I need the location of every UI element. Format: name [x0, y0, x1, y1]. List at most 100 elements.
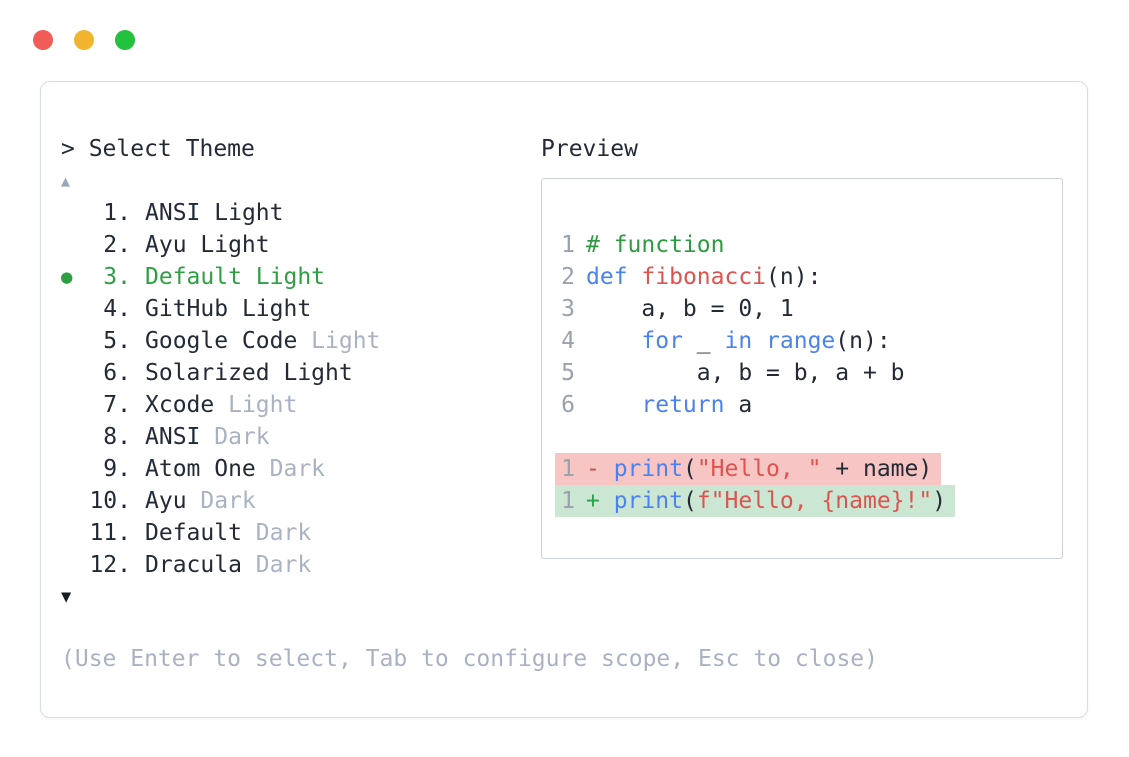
theme-item-number: 8. — [103, 424, 131, 450]
theme-list: 1.ANSI Light 2. Ayu Light ● 3. Default Light 4… — [61, 197, 380, 581]
code-text: - print("Hello, " + name) — [586, 456, 932, 482]
theme-item-solarized-light[interactable]: 6.Solarized Light — [61, 357, 380, 389]
scroll-up-icon[interactable]: ▲ — [61, 172, 71, 190]
theme-item-github-light[interactable]: 4. GitHub Light — [61, 293, 380, 325]
code-token: (n): — [835, 328, 891, 354]
theme-item-number: 1. — [103, 200, 131, 226]
theme-item-default-dark[interactable]: 11. Default Dark — [61, 517, 380, 549]
code-token: return — [641, 392, 725, 418]
theme-item-name: GitHub Light — [145, 296, 312, 322]
line-number: 3 — [561, 296, 575, 322]
code-token: ( — [682, 488, 697, 514]
theme-item-number: 10. — [89, 488, 131, 514]
diff-added-line: 1 + print(f"Hello, {name}!") — [542, 485, 1062, 517]
theme-picker-panel: > Select Theme ▲ 1.ANSI Light 2. Ayu Light… — [40, 81, 1088, 718]
code-token: for — [641, 328, 683, 354]
theme-item-name: Ayu Light — [145, 232, 270, 258]
code-line: 5 a, b = b, a + b — [561, 357, 1062, 389]
line-number: 1 — [561, 456, 575, 482]
code-token: - — [586, 456, 614, 482]
theme-item-number: 4. — [103, 296, 131, 322]
code-token: ( — [682, 456, 697, 482]
line-number: 1 — [561, 488, 575, 514]
code-token — [586, 392, 641, 418]
theme-item-variant: Light — [311, 328, 381, 354]
theme-item-ayu-dark[interactable]: 10. Ayu Dark — [61, 485, 380, 517]
theme-item-variant: Dark — [255, 520, 312, 546]
code-token: fibonacci — [641, 264, 767, 290]
theme-item-xcode-light[interactable]: 7. Xcode Light — [61, 389, 380, 421]
scroll-down-icon[interactable]: ▼ — [61, 587, 72, 607]
code-line: 3 a, b = 0, 1 — [561, 293, 1062, 325]
minimize-button[interactable] — [74, 30, 94, 50]
code-token: a, b = b, a + b — [586, 360, 905, 386]
theme-item-default-light[interactable]: ● 3. Default Light — [61, 261, 380, 293]
theme-item-variant: Light — [283, 360, 353, 386]
code-token — [628, 264, 642, 290]
theme-item-variant: Light — [200, 232, 270, 258]
theme-item-name: Google Code Light — [145, 328, 381, 354]
zoom-button[interactable] — [115, 30, 135, 50]
selected-dot-icon: ● — [61, 266, 73, 288]
blank-line — [542, 421, 1062, 453]
theme-item-ansi-light[interactable]: 1.ANSI Light — [61, 197, 380, 229]
line-number: 4 — [561, 328, 575, 354]
code-token: _ — [682, 328, 725, 354]
code-token: + — [586, 488, 614, 514]
code-text: return a — [586, 392, 752, 418]
theme-item-name: Default Light — [145, 264, 326, 290]
code-token: print — [613, 488, 683, 514]
traffic-lights — [33, 30, 135, 50]
theme-item-name: Ayu Dark — [145, 488, 256, 514]
theme-item-name: Atom One Dark — [145, 456, 326, 482]
theme-item-name: Default Dark — [145, 520, 312, 546]
theme-item-number: 9. — [103, 456, 131, 482]
theme-item-dracula-dark[interactable]: 12.Dracula Dark — [61, 549, 380, 581]
code-token: (n): — [766, 264, 822, 290]
theme-item-ansi-dark[interactable]: 8. ANSI Dark — [61, 421, 380, 453]
code-token: a — [724, 392, 753, 418]
code-token: def — [586, 264, 628, 290]
theme-item-number: 11. — [89, 520, 131, 546]
code-token: f"Hello, {name}!" — [696, 488, 933, 514]
code-line: 4 for _ in range(n): — [561, 325, 1062, 357]
preview-title: Preview — [541, 136, 638, 162]
diff-removed-line: 1- print("Hello, " + name) — [542, 453, 1062, 485]
code-token — [586, 328, 641, 354]
line-number: 1 — [561, 232, 575, 258]
theme-item-number: 7. — [103, 392, 131, 418]
theme-item-variant: Dark — [255, 552, 312, 578]
theme-item-name: Xcode Light — [145, 392, 298, 418]
code-text: def fibonacci(n): — [586, 264, 821, 290]
line-number: 2 — [561, 264, 575, 290]
code-token — [752, 328, 766, 354]
theme-item-ayu-light[interactable]: 2. Ayu Light — [61, 229, 380, 261]
theme-item-variant: Dark — [214, 424, 270, 450]
code-text: a, b = 0, 1 — [586, 296, 794, 322]
select-theme-prompt: > Select Theme — [61, 136, 255, 162]
code-token: print — [613, 456, 683, 482]
code-token: + name) — [821, 456, 933, 482]
theme-item-variant: Light — [214, 200, 284, 226]
theme-item-name: ANSI Dark — [145, 424, 270, 450]
close-button[interactable] — [33, 30, 53, 50]
theme-item-number: 5. — [103, 328, 131, 354]
theme-item-number: 3. — [103, 264, 131, 290]
code-text: a, b = b, a + b — [586, 360, 905, 386]
theme-item-number: 2. — [103, 232, 131, 258]
code-token: # function — [586, 232, 725, 258]
code-token: range — [766, 328, 836, 354]
code-token: "Hello, " — [696, 456, 822, 482]
code-text: for _ in range(n): — [586, 328, 891, 354]
theme-item-variant: Light — [241, 296, 312, 322]
code-text: + print(f"Hello, {name}!") — [586, 488, 946, 514]
theme-item-google-code-light[interactable]: 5. Google Code Light — [61, 325, 380, 357]
line-number: 5 — [561, 360, 575, 386]
theme-item-number: 6. — [103, 360, 131, 386]
theme-item-atom-one-dark[interactable]: 9. Atom One Dark — [61, 453, 380, 485]
code-line: 1 # function — [561, 229, 1062, 261]
code-token: a, b = 0, 1 — [586, 296, 794, 322]
code-token: ) — [932, 488, 947, 514]
